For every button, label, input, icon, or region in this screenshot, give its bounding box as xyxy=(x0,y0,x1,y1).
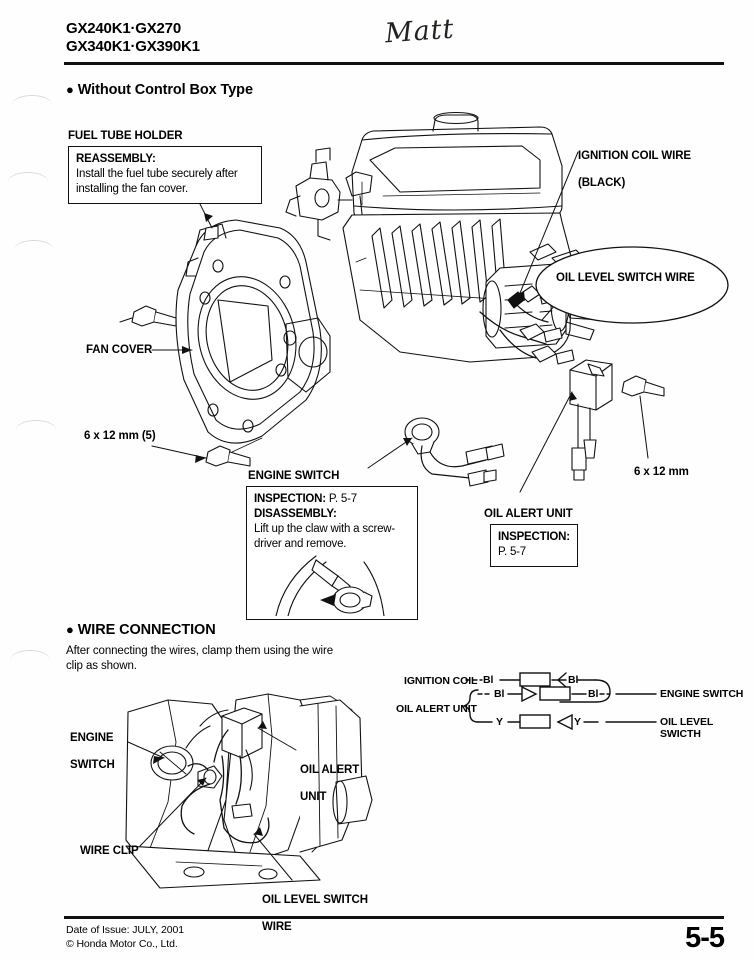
label-line-1: OIL LEVEL SWITCH xyxy=(262,893,368,906)
schematic-wire-code-bl: Bl xyxy=(588,688,599,700)
page-title: GX240K1·GX270 GX340K1·GX390K1 xyxy=(66,20,200,57)
label-oil-alert-unit: OIL ALERT UNIT xyxy=(484,508,573,520)
schematic-wire-code-bl: Bl xyxy=(494,688,505,700)
header-divider xyxy=(64,62,724,65)
schematic-label-oil-level-switch: OIL LEVEL SWICTH xyxy=(660,716,713,741)
note-fuel-tube-holder-reassembly: REASSEMBLY: Install the fuel tube secure… xyxy=(68,146,262,205)
label-photo-oil-alert-unit: OIL ALERT UNIT xyxy=(300,750,359,818)
note-inspection-label: INSPECTION: xyxy=(254,493,326,505)
bolt-glyph xyxy=(131,305,177,327)
intro-line-1: After connecting the wires, clamp them u… xyxy=(66,645,333,657)
note-line: driver and remove. xyxy=(254,538,347,551)
label-bolt-6x12mm: 6 x 12 mm xyxy=(634,466,689,478)
scan-artifact xyxy=(8,172,48,182)
label-line-1: ENGINE xyxy=(70,731,114,744)
label-photo-engine-switch: ENGINE SWITCH xyxy=(70,718,115,786)
footer-text: Date of Issue: JULY, 2001 © Honda Motor … xyxy=(66,924,184,952)
section-heading-without-control-box: ● Without Control Box Type xyxy=(66,82,253,98)
bolt-glyph xyxy=(205,445,251,467)
note-oil-alert-unit: INSPECTION: P. 5-7 xyxy=(490,524,578,568)
bolt-glyph xyxy=(621,375,665,397)
scan-artifact xyxy=(12,95,52,105)
note-line: installing the fan cover. xyxy=(76,183,188,196)
note-line: P. 5-7 xyxy=(498,546,526,559)
label-line-1: OIL ALERT xyxy=(300,763,360,776)
note-title: INSPECTION: xyxy=(498,531,570,543)
date-of-issue: Date of Issue: JULY, 2001 xyxy=(66,924,184,936)
note-title: REASSEMBLY: xyxy=(76,153,156,165)
label-photo-oil-level-switch-wire: OIL LEVEL SWITCH WIRE xyxy=(262,880,368,948)
section-heading-label: Without Control Box Type xyxy=(77,82,253,98)
schematic-wire-code-y: Y xyxy=(496,716,503,728)
bullet-icon: ● xyxy=(66,82,74,97)
scan-artifact xyxy=(10,650,50,660)
label-line-2: UNIT xyxy=(300,790,327,803)
note-line: Lift up the claw with a screw- xyxy=(254,523,396,536)
label-photo-wire-clip: WIRE CLIP xyxy=(80,845,139,857)
label-oil-level-switch-wire: OIL LEVEL SWITCH WIRE xyxy=(556,272,695,284)
schematic-label-oil-alert-unit: OIL ALERT UNIT xyxy=(396,703,477,715)
label-line-2: WIRE xyxy=(262,920,292,933)
schematic-label-ignition-coil: IGNITION COIL xyxy=(404,675,478,687)
label-line-1: IGNITION COIL WIRE xyxy=(578,149,691,162)
note-line: Install the fuel tube securely after xyxy=(76,168,238,181)
note-inspection-value: P. 5-7 xyxy=(325,493,357,505)
footer-divider xyxy=(64,916,724,919)
section-heading-label: WIRE CONNECTION xyxy=(77,622,216,638)
schematic-label-engine-switch: ENGINE SWITCH xyxy=(660,688,744,700)
schematic-wire-code-bl: Bl xyxy=(568,674,579,686)
section-heading-wire-connection: ● WIRE CONNECTION xyxy=(66,622,216,638)
scan-artifact xyxy=(14,240,54,250)
copyright: © Honda Motor Co., Ltd. xyxy=(66,937,178,950)
label-line-2: (BLACK) xyxy=(578,176,626,189)
label-line-2: SWITCH xyxy=(70,758,115,771)
schematic-wire-code-y: Y xyxy=(574,716,581,728)
model-line-1: GX240K1·GX270 xyxy=(66,20,181,37)
label-fan-cover: FAN COVER xyxy=(86,344,153,356)
page-number: 5-5 xyxy=(685,922,725,954)
schematic-wire-code-bl: Bl xyxy=(483,674,494,686)
intro-line-2: clip as shown. xyxy=(66,660,137,673)
engine-switch-detail-illustration xyxy=(275,555,385,617)
wire-connection-intro: After connecting the wires, clamp them u… xyxy=(66,644,333,675)
label-ignition-coil-wire: IGNITION COIL WIRE (BLACK) xyxy=(578,136,691,204)
note-disassembly-label: DISASSEMBLY: xyxy=(254,508,337,521)
note-engine-switch: INSPECTION: P. 5-7 DISASSEMBLY: Lift up … xyxy=(246,486,418,620)
label-bolt-6x12mm-5: 6 x 12 mm (5) xyxy=(84,430,156,442)
label-engine-switch: ENGINE SWITCH xyxy=(248,470,340,482)
label-fuel-tube-holder: FUEL TUBE HOLDER xyxy=(68,130,183,142)
model-line-2: GX340K1·GX390K1 xyxy=(66,38,200,56)
note-line: INSPECTION: P. 5-7 xyxy=(254,492,410,507)
scan-artifact xyxy=(16,420,56,430)
bullet-icon: ● xyxy=(66,622,74,637)
handwritten-annotation: Matt xyxy=(384,13,456,50)
